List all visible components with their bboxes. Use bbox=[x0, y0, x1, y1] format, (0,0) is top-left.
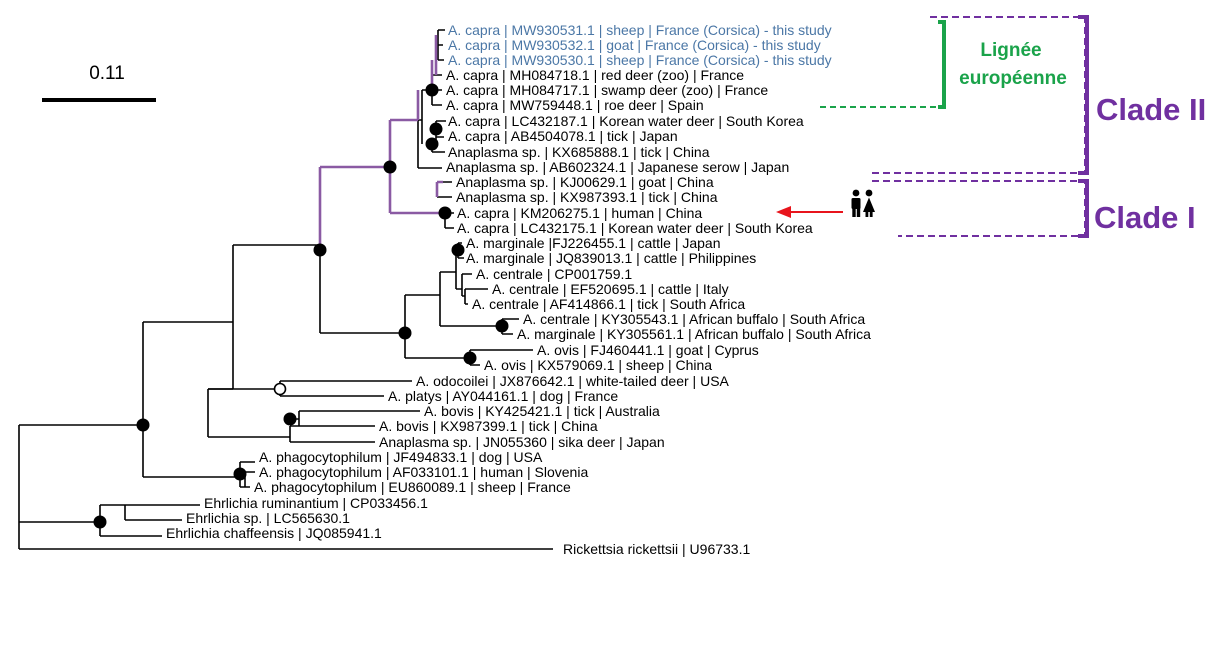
leaf-label: Anaplasma sp. | KX685888.1 | tick | Chin… bbox=[448, 144, 710, 160]
root-branch bbox=[18, 424, 553, 550]
leaf-label: A. phagocytophilum | EU860089.1 | sheep … bbox=[254, 479, 571, 495]
leaf-label: A. capra | LC432175.1 | Korean water dee… bbox=[457, 220, 813, 236]
clade1-annotation: Clade I bbox=[872, 179, 1196, 238]
capra-clade1-top bbox=[435, 180, 443, 197]
leaf-label: Anaplasma sp. | KJ00629.1 | goat | China bbox=[456, 174, 714, 190]
leaf-label: A. centrale | AF414866.1 | tick | South … bbox=[472, 296, 745, 312]
bootstrap-nodes bbox=[93, 83, 509, 529]
leaf-label: A. capra | MW930532.1 | goat | France (C… bbox=[448, 37, 821, 53]
leaf-label: A. centrale | CP001759.1 bbox=[476, 266, 632, 282]
node-marker bbox=[93, 515, 107, 529]
leaf-label: A. platys | AY044161.1 | dog | France bbox=[388, 388, 618, 404]
node-marker bbox=[429, 122, 443, 136]
capra-branches bbox=[318, 35, 445, 245]
leaf-label: A. centrale | EF520695.1 | cattle | Ital… bbox=[492, 281, 729, 297]
capra-europe bbox=[416, 35, 438, 120]
lignee-europeenne-annotation: Lignée européenne bbox=[820, 20, 1067, 109]
scale-bar: 0.11 bbox=[42, 63, 156, 102]
capra-stem bbox=[318, 165, 390, 245]
branch-marginale-centrale bbox=[439, 271, 502, 327]
leaf-label: A. capra | MW930531.1 | sheep | France (… bbox=[448, 22, 832, 38]
human-case-marker bbox=[776, 189, 875, 218]
leaf-label: A. phagocytophilum | AF033101.1 | human … bbox=[259, 464, 588, 480]
leaf-label: A. capra | MW759448.1 | roe deer | Spain bbox=[446, 97, 704, 113]
clade1-label: Clade I bbox=[1094, 200, 1196, 235]
leaf-label: Anaplasma sp. | AB602324.1 | Japanese se… bbox=[446, 159, 789, 175]
leaf-label: A. capra | AB4504078.1 | tick | Japan bbox=[448, 128, 678, 144]
branch-anaplasma bbox=[142, 321, 240, 478]
leaf-label: A. phagocytophilum | JF494833.1 | dog | … bbox=[259, 449, 543, 465]
clade2-inner bbox=[421, 89, 432, 144]
leaf-label: A. ovis | FJ460441.1 | goat | Cyprus bbox=[537, 342, 759, 358]
leaf-label: A. ovis | KX579069.1 | sheep | China bbox=[484, 357, 712, 373]
leaf-label: A. bovis | KX987399.1 | tick | China bbox=[379, 418, 598, 434]
leaf-label: A. marginale |FJ226455.1 | cattle | Japa… bbox=[466, 235, 721, 251]
clade1-bracket bbox=[1078, 179, 1089, 238]
leaf-label: A. bovis | KY425421.1 | tick | Australia bbox=[424, 403, 660, 419]
branch-marginale-group bbox=[319, 245, 405, 334]
leaf-label: Ehrlichia sp. | LC565630.1 bbox=[186, 510, 350, 526]
node-marker bbox=[313, 243, 327, 257]
node-marker bbox=[495, 319, 509, 333]
leaf-label: Anaplasma sp. | KX987393.1 | tick | Chin… bbox=[456, 189, 718, 205]
scale-bar-label: 0.11 bbox=[89, 63, 125, 84]
branch-bovis-odocoilei bbox=[207, 388, 290, 438]
lignee-label-line2: européenne bbox=[959, 68, 1067, 89]
clade2-label: Clade II bbox=[1096, 92, 1206, 127]
node-marker bbox=[233, 467, 247, 481]
clade2-annotation: Clade II bbox=[872, 15, 1206, 175]
leaf-label: A. centrale | KY305543.1 | African buffa… bbox=[523, 311, 865, 327]
clade2-corsica-leaves bbox=[437, 29, 445, 61]
clade1-dashed-box bbox=[872, 180, 1086, 237]
node-marker bbox=[283, 412, 297, 426]
leaf-label: A. marginale | JQ839013.1 | cattle | Phi… bbox=[466, 250, 756, 266]
node-marker bbox=[425, 137, 439, 151]
leaf-label: Ehrlichia chaffeensis | JQ085941.1 bbox=[166, 525, 382, 541]
leaf-label: A. capra | MH084717.1 | swamp deer (zoo)… bbox=[446, 82, 768, 98]
node-marker bbox=[425, 83, 439, 97]
leaf-labels: A. capra | MW930531.1 | sheep | France (… bbox=[166, 22, 871, 557]
lignee-bracket bbox=[938, 20, 946, 109]
clade1-leaves-a bbox=[436, 181, 452, 198]
node-marker bbox=[398, 326, 412, 340]
leaf-label: A. capra | MW930530.1 | sheep | France (… bbox=[448, 52, 832, 68]
clade-centrale bbox=[461, 273, 488, 305]
people-icon bbox=[851, 189, 875, 217]
leaf-label: A. capra | MH084718.1 | red deer (zoo) |… bbox=[446, 67, 744, 83]
node-marker bbox=[438, 206, 452, 220]
leaf-label: A. capra | LC432187.1 | Korean water dee… bbox=[448, 113, 804, 129]
node-marker bbox=[451, 243, 465, 257]
clade2-bracket bbox=[1078, 15, 1089, 175]
lignee-label-line1: Lignée bbox=[980, 40, 1041, 61]
node-marker bbox=[383, 160, 397, 174]
leaf-label: A. capra | KM206275.1 | human | China bbox=[457, 205, 702, 221]
leaf-label: A. marginale | KY305561.1 | African buff… bbox=[517, 326, 871, 342]
branch-main-anaplasma bbox=[208, 244, 320, 390]
leaf-label: Rickettsia rickettsii | U96733.1 bbox=[563, 541, 750, 557]
clade2-dashed-box bbox=[872, 16, 1086, 174]
node-marker-open bbox=[273, 382, 287, 396]
node-marker bbox=[136, 418, 150, 432]
red-arrow-head bbox=[776, 206, 791, 218]
leaf-label: Ehrlichia ruminantium | CP033456.1 bbox=[204, 495, 428, 511]
node-marker bbox=[463, 351, 477, 365]
leaf-label: A. odocoilei | JX876642.1 | white-tailed… bbox=[416, 373, 730, 389]
leaf-label: Anaplasma sp. | JN055360 | sika deer | J… bbox=[379, 434, 665, 450]
